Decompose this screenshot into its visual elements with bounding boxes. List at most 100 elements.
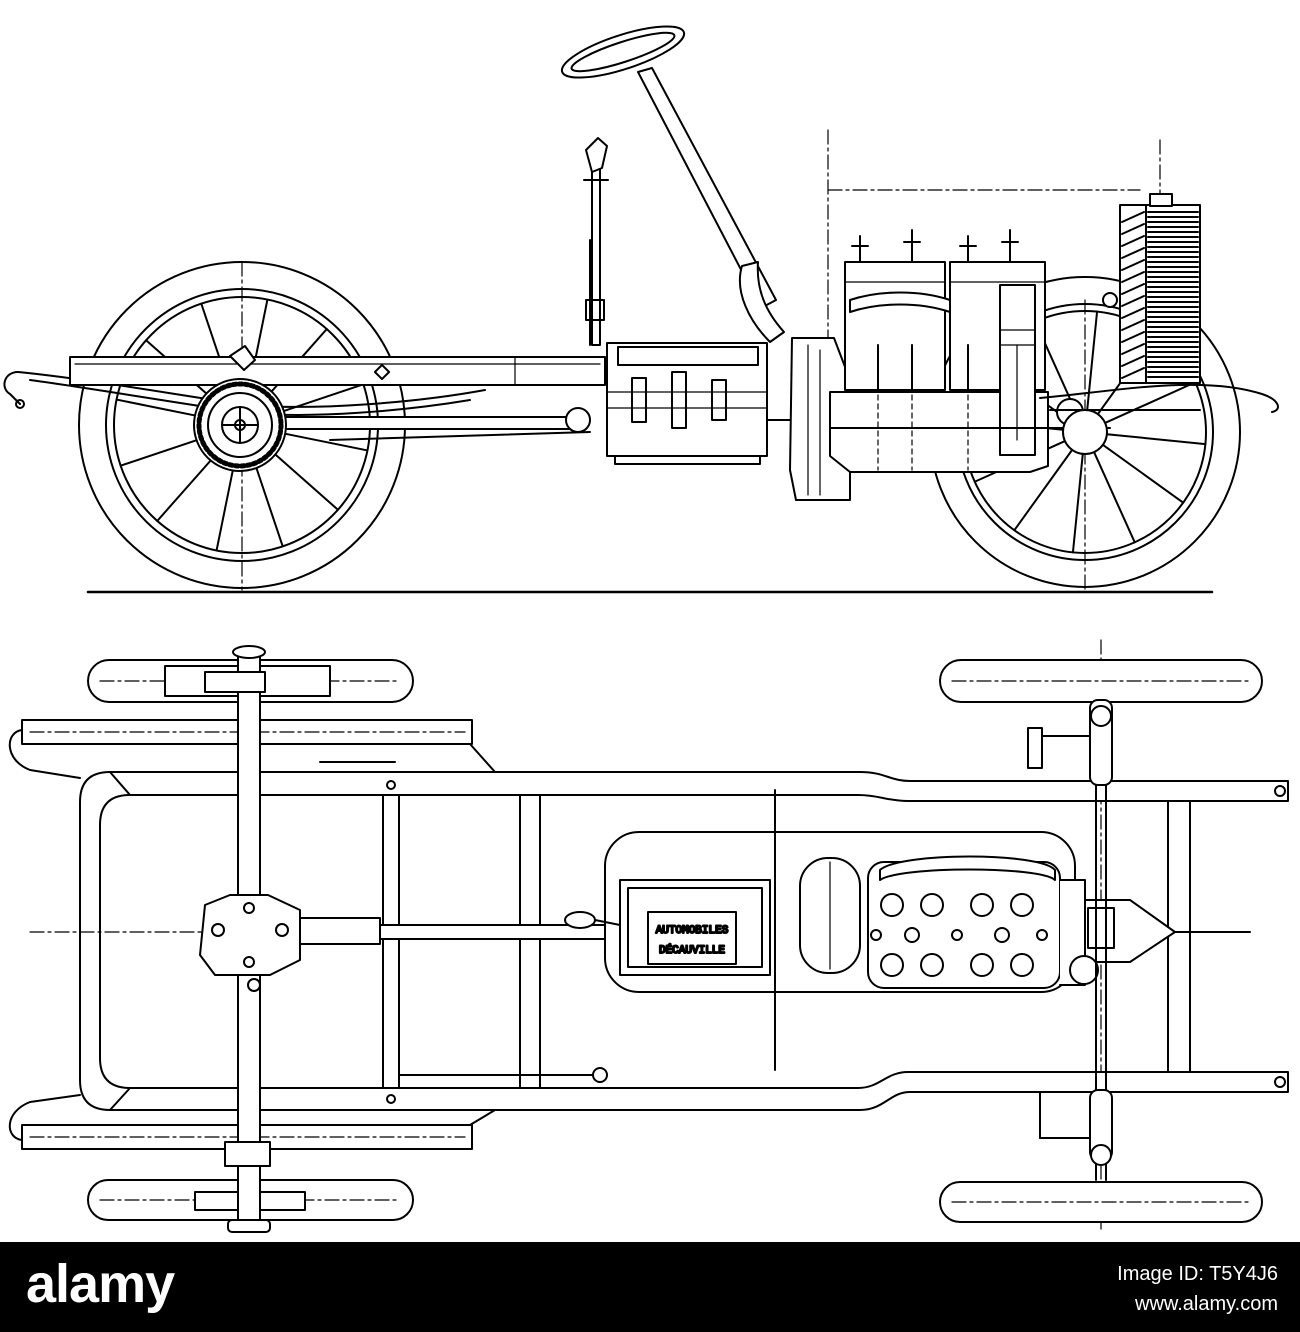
image-id-text: Image ID: T5Y4J6 (1117, 1263, 1278, 1285)
frame-rivet (1274, 785, 1286, 797)
drain-plug (247, 978, 261, 992)
radiator-hatch-line (1121, 319, 1145, 331)
gear-lever-handle (585, 137, 608, 173)
frame-rear-end-inner (99, 794, 131, 1089)
crossmember-front (1167, 800, 1191, 1073)
top-view: AUTOMOBILES DÉCAUVILLE (8, 639, 1289, 1233)
frame-rivet (386, 780, 396, 790)
wheel-spoke (215, 463, 236, 552)
wheel-spoke (1013, 448, 1074, 532)
maker-plate (647, 911, 737, 965)
steering-side (560, 25, 785, 343)
rear-spring-eye (3, 371, 21, 405)
rear-axle-cap-top (232, 645, 266, 659)
wheel-spoke (280, 431, 369, 452)
crossmember-2 (519, 794, 541, 1089)
frame-rivet (1274, 1076, 1286, 1088)
maker-plate-line-1: AUTOMOBILES (656, 925, 729, 937)
valve-cap-top (870, 929, 882, 941)
spark-plug-top (880, 893, 904, 917)
radiator-hatch-line (1121, 295, 1145, 307)
steering-pivot-top (1090, 705, 1112, 727)
universal-joint-side (565, 407, 591, 433)
rear-axle-hub-right (224, 1141, 271, 1167)
engine-crankcase (829, 391, 1049, 473)
radiator-hatch-line (1121, 367, 1145, 379)
spring-hanger-link (469, 743, 496, 773)
gearbox-gear-2 (671, 371, 687, 429)
gear-lever-quadrant (585, 299, 605, 321)
footer-bar: alamy Image ID: T5Y4J6 www.alamy.com (0, 1242, 1300, 1332)
magneto-top (1087, 907, 1115, 949)
rear-spring-left-shackle (8, 729, 81, 779)
engine-cylinders-front-pair (844, 261, 946, 391)
spark-plug-top (920, 893, 944, 917)
frame-rail-side (69, 345, 606, 386)
torque-tube-top (299, 917, 381, 945)
gearbox-cover (617, 346, 759, 366)
radiator-hatch-line (1121, 283, 1145, 295)
spring-hanger (229, 345, 256, 371)
radiator (1119, 204, 1201, 384)
gearbox-top-cover (627, 887, 763, 968)
front-hub-side (1062, 409, 1108, 455)
website-url[interactable]: www.alamy.com (1135, 1293, 1278, 1315)
spark-plug-top (880, 953, 904, 977)
frame-rivet (386, 1094, 396, 1104)
front-tire-right-top (939, 1181, 1263, 1223)
crossmember-1 (382, 794, 400, 1089)
wheel-spoke (156, 453, 217, 522)
frame-rear-end-outer (79, 771, 111, 1111)
water-pump-top (1069, 955, 1099, 985)
steering-box (1027, 727, 1043, 769)
differential-bolt (275, 923, 289, 937)
differential-side (193, 378, 287, 472)
rear-spring-right-shackle (8, 1094, 81, 1141)
side-view (3, 25, 1279, 594)
differential-housing-top (199, 894, 301, 976)
front-leaf-spring-side (1039, 383, 1279, 455)
differential-pin (234, 419, 246, 431)
front-wheels-top (939, 659, 1263, 1223)
wheel-spoke (270, 450, 339, 511)
wheel-spoke (115, 398, 204, 419)
radiator-side (1102, 193, 1201, 384)
differential-gear-teeth (196, 381, 284, 469)
gearbox-gear-1 (631, 377, 647, 423)
wheel-spoke (1104, 381, 1197, 424)
wheel-spoke (253, 461, 284, 548)
frame-bolt (373, 363, 391, 381)
rear-axle-cap-bottom (227, 1219, 271, 1233)
radiator-hatch-line (1121, 271, 1145, 283)
valve-cap-top (994, 927, 1010, 943)
chassis-frame-top (79, 771, 1289, 1111)
frame-rail (69, 356, 606, 386)
alamy-logo[interactable]: alamy (26, 1254, 175, 1314)
rod-joint (592, 1067, 608, 1083)
radiator-hatch-line (1121, 235, 1145, 247)
steering-pivot-bottom (1090, 1144, 1112, 1166)
radiator-hatch-line (1121, 331, 1145, 343)
radiator-hatch-line (1121, 247, 1145, 259)
exhaust-manifold (879, 855, 1056, 881)
gearbox-gear-3 (711, 379, 727, 421)
front-spring-upper-leaf (1039, 383, 1279, 413)
frame-rail-bottom (109, 1071, 1289, 1111)
spark-plug-top (1010, 893, 1034, 917)
wheel-spoke (1093, 451, 1136, 544)
differential-bolt (211, 923, 225, 937)
spring-hanger-link (469, 1109, 496, 1126)
steering-column (637, 67, 777, 309)
rear-axle-hub-left (204, 671, 266, 693)
radiator-hatch-line (1121, 223, 1145, 235)
gearbox-side (606, 342, 768, 465)
radiator-hatch-line (1121, 211, 1145, 223)
gear-lever-link-top (594, 919, 621, 926)
gearbox-sump (614, 455, 761, 465)
chassis-drawing: AUTOMOBILES DÉCAUVILLE (3, 25, 1289, 1233)
wheel-spoke (1101, 443, 1185, 504)
spark-plugs-top (870, 893, 1048, 977)
valve-stems (877, 344, 969, 393)
radiator-fins (1147, 211, 1199, 378)
propeller-shaft-top (299, 917, 611, 945)
